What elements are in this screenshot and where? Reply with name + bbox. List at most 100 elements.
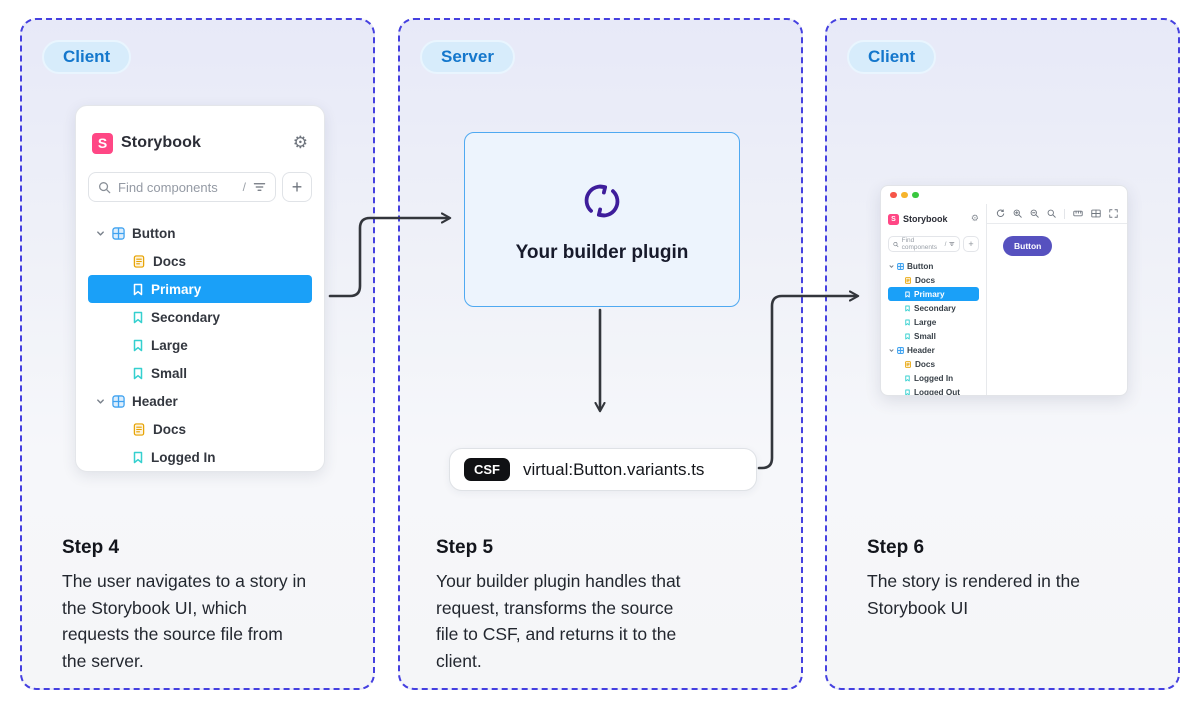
component-icon bbox=[897, 346, 904, 354]
gear-icon[interactable]: ⚙ bbox=[292, 132, 308, 153]
client-badge: Client bbox=[847, 40, 937, 74]
mini-search-input[interactable]: Find components / bbox=[888, 236, 960, 252]
story-icon bbox=[905, 389, 910, 395]
mini-tree-item-logged-in[interactable]: Logged In bbox=[888, 371, 979, 385]
tree-item-label: Logged Out bbox=[914, 387, 960, 396]
tree-item-label: Small bbox=[914, 331, 936, 341]
tree-item-docs[interactable]: Docs bbox=[88, 247, 312, 275]
zoom-in-icon[interactable] bbox=[1013, 209, 1022, 218]
server-badge: Server bbox=[420, 40, 515, 74]
expand-icon[interactable] bbox=[1109, 209, 1118, 218]
docs-icon bbox=[133, 422, 145, 436]
client-panel-right: Client S Storybook ⚙ Find bbox=[825, 18, 1180, 690]
tree-item-button[interactable]: Button bbox=[88, 219, 312, 247]
mini-tree-item-primary-selected[interactable]: Primary bbox=[888, 287, 979, 301]
component-icon bbox=[897, 262, 904, 270]
slash-shortcut: / bbox=[242, 180, 246, 194]
window-titlebar bbox=[881, 186, 1127, 204]
mini-component-tree: Button Docs Primary Secondary bbox=[888, 259, 979, 396]
tree-item-label: Logged In bbox=[914, 373, 954, 383]
search-placeholder: Find components bbox=[118, 179, 218, 195]
zoom-out-icon[interactable] bbox=[1030, 209, 1039, 218]
chevron-down-icon bbox=[889, 264, 894, 268]
csf-file-pill: CSF virtual:Button.variants.ts bbox=[449, 448, 757, 491]
tree-item-label: Small bbox=[151, 365, 188, 381]
filter-icon[interactable] bbox=[253, 182, 266, 192]
filter-icon[interactable] bbox=[949, 241, 955, 247]
add-button[interactable]: + bbox=[282, 172, 312, 202]
zoom-reset-icon[interactable] bbox=[1047, 209, 1056, 218]
chevron-down-icon bbox=[97, 230, 104, 236]
maximize-window-button[interactable] bbox=[912, 191, 919, 199]
mini-tree-item-small[interactable]: Small bbox=[888, 329, 979, 343]
chevron-down-icon bbox=[97, 398, 104, 404]
search-icon bbox=[99, 181, 111, 193]
story-icon bbox=[905, 291, 910, 297]
mini-tree-item-header[interactable]: Header bbox=[888, 343, 979, 357]
step-body: The story is rendered in the Storybook U… bbox=[867, 571, 1081, 618]
mini-tree-item-button[interactable]: Button bbox=[888, 259, 979, 273]
storybook-sidebar-card: S Storybook ⚙ Find components / + Button bbox=[75, 105, 325, 472]
storybook-title: Storybook bbox=[121, 134, 202, 151]
gear-icon[interactable]: ⚙ bbox=[970, 213, 979, 224]
tree-item-large[interactable]: Large bbox=[88, 331, 312, 359]
tree-item-label: Logged In bbox=[151, 449, 216, 465]
minimize-window-button[interactable] bbox=[901, 191, 908, 199]
component-tree: Button Docs Primary Secondary Large bbox=[76, 219, 324, 471]
mini-tree-item-docs[interactable]: Docs bbox=[888, 273, 979, 287]
sync-icon bbox=[584, 184, 620, 217]
step-title: Step 5 bbox=[436, 537, 494, 558]
story-icon bbox=[133, 283, 143, 295]
tree-item-docs-header[interactable]: Docs bbox=[88, 415, 312, 443]
mini-sidebar: S Storybook ⚙ Find components / + bbox=[881, 204, 987, 396]
docs-icon bbox=[905, 360, 911, 368]
builder-plugin-box: Your builder plugin bbox=[464, 132, 740, 307]
tree-item-label: Docs bbox=[915, 359, 936, 369]
story-icon bbox=[905, 305, 910, 311]
step-body: Your builder plugin handles that request… bbox=[436, 571, 681, 671]
tree-item-label: Primary bbox=[151, 281, 202, 297]
tree-item-label: Docs bbox=[153, 421, 187, 437]
story-icon bbox=[905, 333, 910, 339]
mini-canvas: Button bbox=[987, 204, 1127, 395]
story-icon bbox=[133, 311, 143, 323]
close-window-button[interactable] bbox=[890, 191, 897, 199]
tree-item-label: Header bbox=[132, 393, 178, 409]
docs-icon bbox=[905, 276, 911, 284]
tree-item-label: Secondary bbox=[914, 303, 956, 313]
tree-item-label: Secondary bbox=[151, 309, 221, 325]
tree-item-label: Large bbox=[914, 317, 937, 327]
remount-icon[interactable] bbox=[996, 209, 1005, 218]
story-icon bbox=[905, 319, 910, 325]
client-panel-left: Client S Storybook ⚙ Find components / + bbox=[20, 18, 375, 690]
storybook-title: Storybook bbox=[903, 214, 948, 224]
outline-icon[interactable] bbox=[1091, 209, 1101, 218]
storybook-browser-window: S Storybook ⚙ Find components / + bbox=[880, 185, 1128, 396]
tree-item-primary-selected[interactable]: Primary bbox=[88, 275, 312, 303]
mini-tree-item-docs-header[interactable]: Docs bbox=[888, 357, 979, 371]
rendered-story-button[interactable]: Button bbox=[1003, 236, 1053, 256]
tree-item-secondary[interactable]: Secondary bbox=[88, 303, 312, 331]
step-6: Step 6 The story is rendered in the Stor… bbox=[867, 537, 1167, 621]
tree-item-label: Large bbox=[151, 337, 188, 353]
server-panel: Server Your builder plugin CSF virtual:B… bbox=[398, 18, 803, 690]
canvas-toolbar bbox=[987, 204, 1127, 224]
mini-tree-item-logged-out[interactable]: Logged Out bbox=[888, 385, 979, 396]
step-title: Step 6 bbox=[867, 537, 925, 558]
mini-tree-item-secondary[interactable]: Secondary bbox=[888, 301, 979, 315]
measure-icon[interactable] bbox=[1073, 209, 1083, 218]
virtual-file-name: virtual:Button.variants.ts bbox=[523, 459, 705, 479]
tree-item-header[interactable]: Header bbox=[88, 387, 312, 415]
storybook-logo: S bbox=[92, 132, 113, 154]
component-icon bbox=[112, 226, 125, 240]
tree-item-label: Docs bbox=[153, 253, 187, 269]
tree-item-logged-in[interactable]: Logged In bbox=[88, 443, 312, 471]
search-input[interactable]: Find components / bbox=[88, 172, 276, 202]
story-icon bbox=[133, 367, 143, 379]
csf-badge: CSF bbox=[464, 458, 510, 481]
mini-tree-item-large[interactable]: Large bbox=[888, 315, 979, 329]
tree-item-small[interactable]: Small bbox=[88, 359, 312, 387]
add-button[interactable]: + bbox=[963, 236, 979, 252]
tree-item-label: Button bbox=[907, 261, 934, 271]
